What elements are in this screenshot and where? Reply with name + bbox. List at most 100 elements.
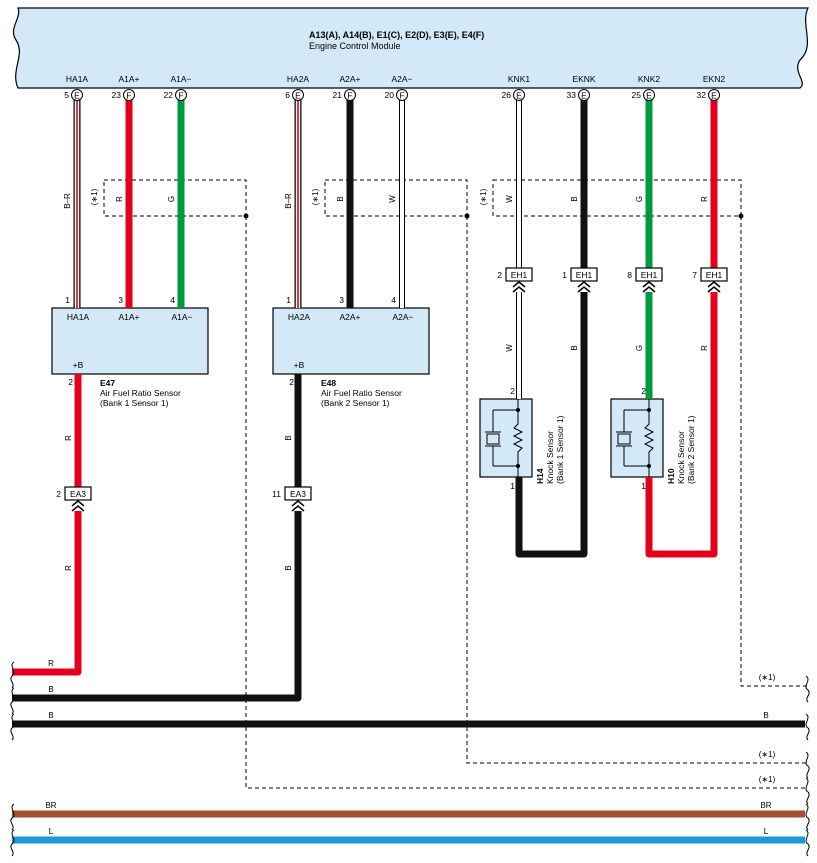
h10-desc-1: Knock Sensor	[676, 431, 686, 484]
ecm-pin-numbers: 5 23 22 6 21 20 26 33 25 32	[64, 90, 706, 100]
engine-control-module: A13(A), A14(B), E1(C), E2(D), E3(E), E4(…	[12, 7, 809, 89]
h10-pin-2: 2	[641, 386, 646, 396]
e48-pin-num-4: 4	[391, 295, 396, 305]
e47-pin-a1a-minus: A1A−	[171, 312, 192, 322]
pin-circle-icon: E	[643, 89, 655, 101]
connector-chevron-icon	[642, 281, 656, 293]
ecm-terminal-knk1: KNK1	[508, 74, 530, 84]
ecm-pin-num-32: 32	[697, 90, 707, 100]
e48-pin-num-3: 3	[339, 295, 344, 305]
e48-plusb: +B	[294, 360, 305, 370]
inline-connectors: EA3 2 EA3 11 EH1 2 EH1 1 EH1 8	[56, 267, 728, 512]
wire-label-r-bus: R	[48, 659, 54, 668]
connector-eh1-2-id: EH1	[576, 270, 593, 280]
e47-desc-2: (Bank 1 Sensor 1)	[100, 398, 169, 408]
wire-label-b-1: B	[336, 196, 345, 201]
connector-chevron-icon	[291, 500, 305, 512]
connector-ea3-1-pin: 2	[56, 489, 61, 499]
wire-label-g-2: G	[635, 196, 644, 202]
ecm-pin-num-26: 26	[502, 90, 512, 100]
ecm-subtitle: Engine Control Module	[309, 41, 401, 51]
connector-eh1-2: EH1 1	[562, 267, 598, 293]
wire-label-r-4: R	[64, 435, 73, 441]
knock-sensor-symbol-icon	[616, 399, 655, 477]
svg-text:E: E	[581, 91, 587, 101]
h14-knock-sensor: 2 1 H14 Knock Sensor (Bank 1 Sensor 1)	[479, 386, 565, 491]
wire-label-b-2: B	[570, 196, 579, 201]
ecm-terminal-ekn2: EKN2	[703, 74, 725, 84]
wire-label-g-1: G	[167, 196, 176, 202]
h10-code: H10	[666, 468, 676, 484]
connector-chevron-icon	[577, 281, 591, 293]
connector-chevron-icon	[707, 281, 721, 293]
svg-text:F: F	[347, 91, 352, 101]
wire-label-brown-bus-1: BR	[45, 801, 56, 810]
e48-pin-ha2a: HA2A	[288, 312, 311, 322]
connector-chevron-icon	[71, 500, 85, 512]
svg-text:E: E	[74, 91, 80, 101]
ecm-pin-num-21: 21	[333, 90, 343, 100]
ecm-pin-num-25: 25	[632, 90, 642, 100]
shield-note-3: (∗1)	[479, 188, 488, 205]
connector-ea3-1: EA3 2	[56, 486, 92, 512]
ecm-pin-num-5: 5	[64, 90, 69, 100]
wire-label-b-bus-2: B	[48, 711, 53, 720]
colored-wires	[12, 100, 805, 844]
h10-desc-2: (Bank 2 Sensor 1)	[686, 415, 696, 484]
ecm-pin-circles: E F F E F F E E E E	[71, 89, 720, 101]
ecm-terminal-a1a-plus: A1A+	[118, 74, 139, 84]
svg-text:F: F	[126, 91, 131, 101]
ecm-terminal-ha2a: HA2A	[287, 74, 310, 84]
ecm-terminal-eknk: EKNK	[572, 74, 595, 84]
ecm-pin-num-23: 23	[112, 90, 122, 100]
e47-pin-num-4: 4	[170, 295, 175, 305]
pin-circle-icon: E	[708, 89, 720, 101]
pin-circle-icon: F	[396, 89, 408, 101]
connector-ea3-2-id: EA3	[290, 489, 306, 499]
e48-pin-a2a-plus: A2A+	[339, 312, 360, 322]
e48-pin-num-1: 1	[286, 295, 291, 305]
shield-notes: (∗1) (∗1) (∗1) (∗1) (∗1) (∗1)	[90, 188, 776, 784]
wire-r-ekn2-loop	[645, 292, 718, 558]
h10-knock-sensor: 2 1 H10 Knock Sensor (Bank 2 Sensor 1)	[610, 386, 696, 491]
wire-label-r-1: R	[115, 196, 124, 202]
connector-eh1-1-id: EH1	[511, 270, 528, 280]
wire-color-labels: B–R R G B–R B W W B G R W B G R R B R B …	[45, 193, 771, 836]
e47-plusb-pin: 2	[68, 377, 73, 387]
wire-label-b-bus-1: B	[48, 685, 53, 694]
ecm-terminal-ha1a: HA1A	[66, 74, 89, 84]
h10-pin-1: 1	[641, 481, 646, 491]
wire-label-b-4: B	[284, 435, 293, 440]
pin-circle-icon: F	[175, 89, 187, 101]
wire-label-b-bus-3: B	[763, 711, 768, 720]
shield-note-1: (∗1)	[90, 188, 99, 205]
connector-eh1-4-id: EH1	[706, 270, 723, 280]
connector-eh1-3-pin: 8	[627, 270, 632, 280]
wire-label-brown-bus-2: BR	[760, 801, 771, 810]
connector-ea3-2-pin: 11	[272, 489, 281, 499]
shield-note-2: (∗1)	[311, 188, 320, 205]
pin-circle-icon: E	[578, 89, 590, 101]
svg-text:F: F	[178, 91, 183, 101]
e47-code: E47	[100, 378, 115, 388]
e47-desc-1: Air Fuel Ratio Sensor	[100, 388, 181, 398]
connector-eh1-4: EH1 7	[692, 267, 728, 293]
wire-label-w-3: W	[505, 344, 514, 352]
wire-r-e47-to-bus	[12, 511, 82, 676]
e48-sensor: HA2A A2A+ A2A− +B 1 3 4 2 E48 Air Fuel R…	[272, 295, 430, 408]
e47-pin-a1a-plus: A1A+	[118, 312, 139, 322]
ecm-title: A13(A), A14(B), E1(C), E2(D), E3(E), E4(…	[309, 30, 484, 40]
ecm-terminal-a1a-minus: A1A−	[170, 74, 191, 84]
connector-eh1-3-id: EH1	[641, 270, 658, 280]
e47-sensor: HA1A A1A+ A1A− +B 1 3 4 2 E47 Air Fuel R…	[51, 295, 209, 408]
wire-label-r-5: R	[64, 565, 73, 571]
pin-circle-icon: E	[292, 89, 304, 101]
e47-plusb: +B	[73, 360, 84, 370]
svg-text:F: F	[399, 91, 404, 101]
ecm-terminal-a2a-minus: A2A−	[391, 74, 412, 84]
e48-pin-a2a-minus: A2A−	[392, 312, 413, 322]
svg-text:E: E	[295, 91, 301, 101]
wire-b-e48-to-bus	[12, 511, 302, 702]
h14-pin-2: 2	[510, 386, 515, 396]
wire-label-w-1: W	[388, 195, 397, 203]
